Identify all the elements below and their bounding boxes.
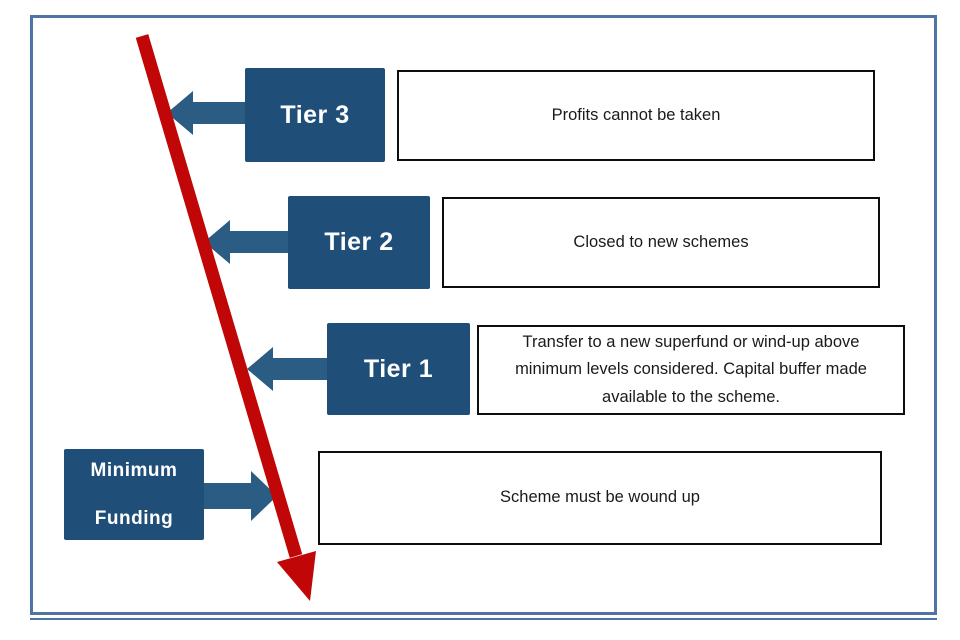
tier-1-description: Transfer to a new superfund or wind-up a… — [515, 333, 867, 406]
minimum-funding-box: Minimum Funding — [64, 449, 204, 540]
tier-1-description-box: Transfer to a new superfund or wind-up a… — [477, 325, 905, 415]
minimum-funding-description: Scheme must be wound up — [500, 488, 700, 507]
tier-2-description: Closed to new schemes — [573, 232, 749, 251]
minimum-funding-label-line2: Funding — [94, 507, 174, 529]
tier-3-label: Tier 3 — [280, 100, 350, 129]
minimum-funding-right-arrow-icon — [202, 471, 277, 521]
tier-3-description: Profits cannot be taken — [551, 105, 721, 124]
minimum-funding-description-box: Scheme must be wound up — [318, 451, 882, 545]
tier-3-box: Tier 3 — [245, 68, 385, 162]
tier-3-left-arrow-icon — [167, 91, 246, 135]
tier-1-left-arrow-icon — [247, 347, 329, 391]
tier-2-left-arrow-icon — [204, 220, 289, 264]
tier-1-box: Tier 1 — [327, 323, 470, 415]
tier-2-label: Tier 2 — [324, 228, 394, 256]
descending-trend-arrowhead-icon — [277, 551, 316, 601]
tier-2-box: Tier 2 — [288, 196, 430, 289]
descending-trend-arrow-shaft — [135, 34, 303, 558]
tier-2-description-box: Closed to new schemes — [442, 197, 880, 288]
tier-3-description-box: Profits cannot be taken — [397, 70, 875, 161]
minimum-funding-label-line1: Minimum — [90, 459, 178, 481]
tier-1-label: Tier 1 — [363, 354, 434, 383]
